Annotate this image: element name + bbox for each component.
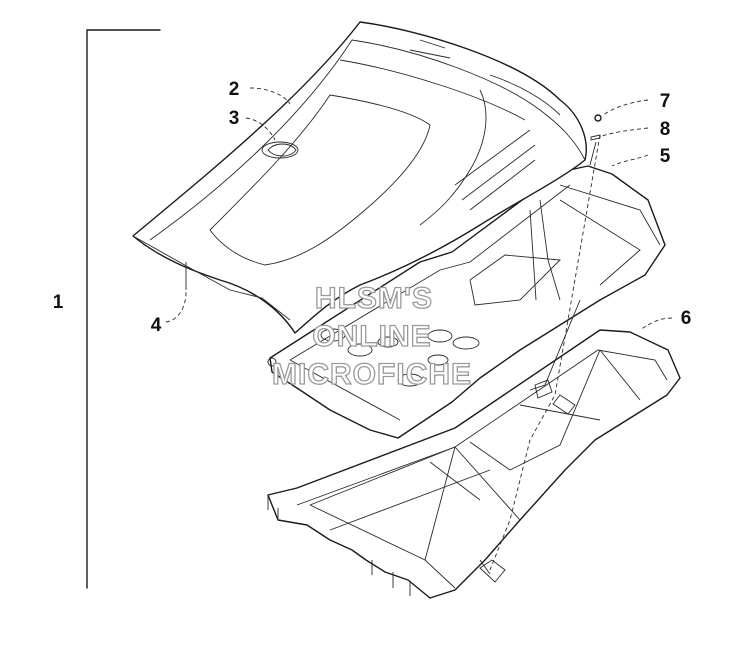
- callout-6: 6: [681, 308, 692, 329]
- callout-labels: 1 2 3 4 5 6 7 8: [53, 79, 692, 336]
- part-seat-pan: [267, 165, 666, 439]
- callout-5: 5: [660, 146, 671, 167]
- part-base-tray: [267, 329, 681, 599]
- watermark: HLSM'S ONLINE MICROFICHE: [271, 281, 472, 391]
- watermark-line-1: HLSM'S: [315, 282, 433, 315]
- callout-3: 3: [229, 108, 240, 129]
- callout-7: 7: [660, 91, 671, 112]
- leader-lines: [165, 87, 673, 571]
- part-fasteners: [185, 114, 602, 575]
- callout-1: 1: [53, 292, 64, 313]
- callout-2: 2: [229, 79, 240, 100]
- watermark-line-2: ONLINE: [312, 320, 431, 353]
- part-seat-cover: [132, 21, 587, 334]
- callout-4: 4: [151, 315, 162, 336]
- callout-8: 8: [660, 119, 671, 140]
- assembly-bracket: [86, 29, 161, 589]
- watermark-line-3: MICROFICHE: [272, 358, 472, 391]
